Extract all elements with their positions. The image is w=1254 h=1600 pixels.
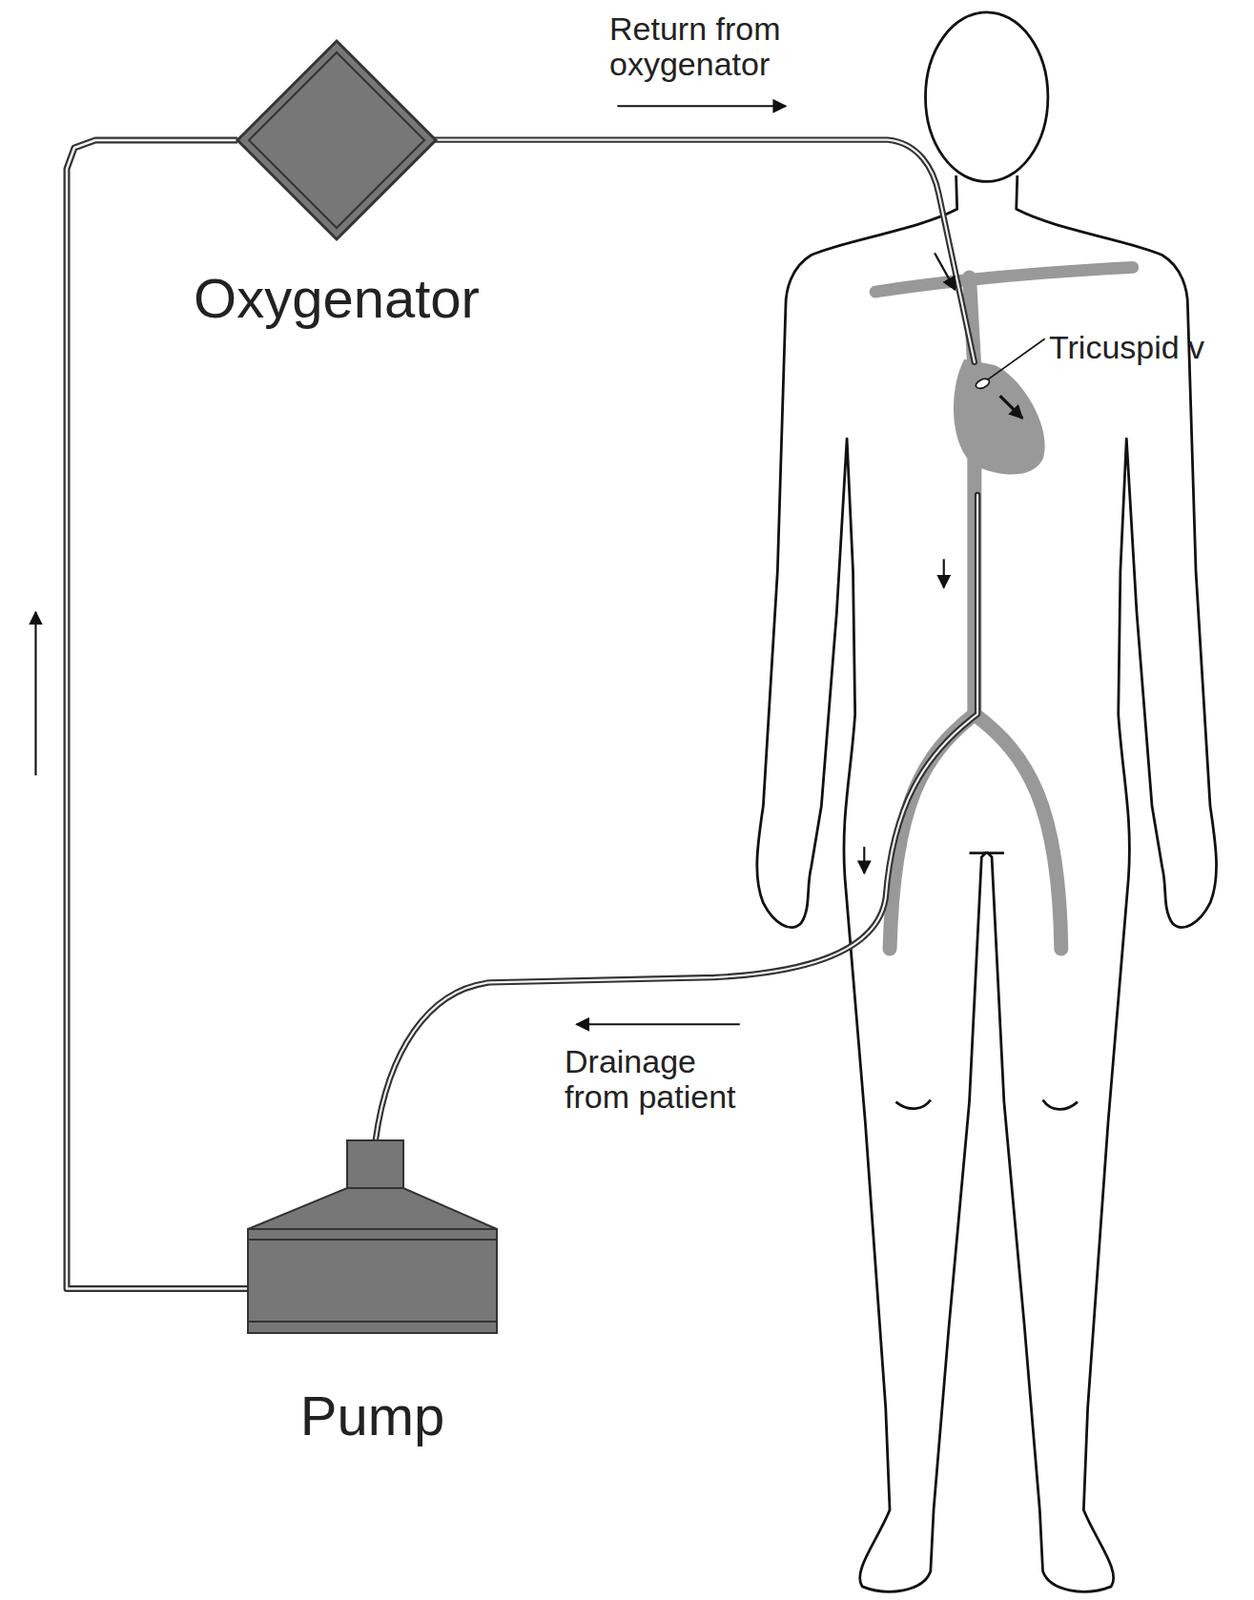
pump-cone <box>247 1188 497 1230</box>
subclavian-vein <box>875 267 1133 292</box>
pump-unit: Pump <box>247 1140 497 1334</box>
leader-line <box>987 338 1046 380</box>
node-label: Oxygenator <box>193 267 480 329</box>
diamond-outline <box>237 41 436 240</box>
flow-arrow <box>1000 395 1024 419</box>
pump-band <box>247 1239 497 1322</box>
flow-arrow <box>934 252 955 290</box>
heart <box>953 359 1046 475</box>
body-half <box>757 175 987 1592</box>
knees <box>895 1099 1077 1110</box>
pump-body <box>247 1229 497 1334</box>
flow-arrows <box>35 105 1023 1025</box>
oxygenator-diamond: Oxygenator <box>237 41 436 240</box>
drainage-cannula <box>375 494 978 1141</box>
flow-label: Return from oxygenator <box>609 11 839 82</box>
return-cannula <box>433 140 975 363</box>
diamond-shape <box>237 41 436 240</box>
pump-inlet <box>347 1140 404 1189</box>
valve-label: Tricuspid v <box>1048 329 1205 366</box>
flow-arrow <box>34 612 37 776</box>
head <box>925 12 1048 183</box>
node-label: Pump <box>300 1385 446 1447</box>
vessels <box>875 267 1133 949</box>
tube-core <box>375 494 978 1141</box>
femoral-vein <box>974 714 1062 949</box>
diamond-inner <box>248 52 425 228</box>
femoral-vein <box>889 714 975 949</box>
pump-shape <box>247 1140 497 1334</box>
flow-arrow <box>616 104 786 107</box>
flow-arrow <box>943 558 946 588</box>
figure-group <box>35 12 1216 1592</box>
flow-arrow <box>576 1023 741 1026</box>
crotch <box>969 851 1005 855</box>
body-outline <box>757 12 1217 1592</box>
flow-label: Drainage from patient <box>564 1044 756 1114</box>
tube-core <box>433 140 975 363</box>
flow-arrow <box>863 846 865 874</box>
